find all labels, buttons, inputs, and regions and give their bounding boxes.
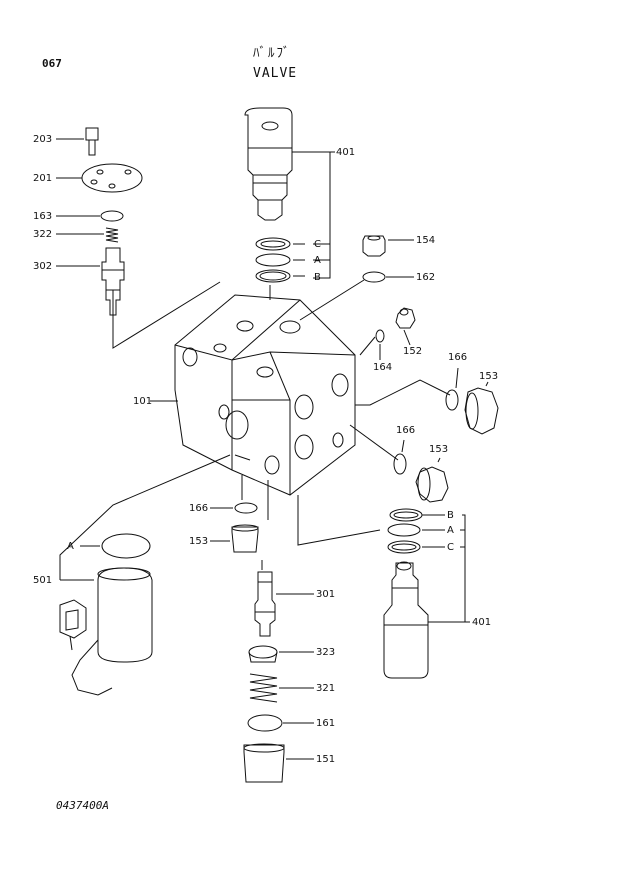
callout-166-right-lower: 166 [396,425,416,436]
poppet-301 [254,571,276,637]
callout-401-bottom: 401 [472,617,492,628]
callout-301: 301 [316,589,336,600]
o-ring-a-left [101,533,151,559]
callout-501: 501 [33,575,53,586]
drawing-number: 0437400A [56,799,109,812]
valve-body-101 [174,294,356,496]
assembly-guide-lines [59,279,451,580]
o-ring-166-right-upper [445,389,459,411]
callout-151: 151 [316,754,336,765]
plug-153-left [231,524,259,553]
bolt-203 [85,127,99,156]
o-ring-163 [100,210,124,222]
callout-153-right-upper: 153 [479,371,499,382]
title-english: VALVE [253,66,298,81]
callout-201: 201 [33,173,53,184]
solenoid-501 [59,567,153,696]
callout-b-top: B [314,272,321,283]
backup-ring-b-top [255,269,291,283]
callout-164: 164 [373,362,393,373]
callout-166-left: 166 [189,503,209,514]
spool-302 [101,247,125,316]
callout-323: 323 [316,647,336,658]
callout-153-right-lower: 153 [429,444,449,455]
plug-152 [395,307,416,329]
o-ring-166-right-lower [393,453,407,475]
callout-401-top: 401 [336,147,356,158]
callout-322: 322 [33,229,53,240]
o-ring-166-left [234,502,258,514]
backup-ring-c-bottom [387,540,421,554]
callout-a-top: A [314,255,321,266]
seal-ring-b-bottom [389,508,423,522]
cover-201 [81,163,143,193]
o-ring-164 [375,329,385,343]
valve-cartridge-401-top [244,107,293,221]
callout-101: 101 [133,396,153,407]
callout-152: 152 [403,346,423,357]
o-ring-162 [362,271,386,283]
seal-ring-c-top [255,237,291,251]
callout-321: 321 [316,683,336,694]
o-ring-a-top [255,253,291,267]
title-japanese: ﾊﾞﾙﾌﾞ [253,46,292,61]
callout-b-bottom: B [447,510,454,521]
o-ring-a-bottom [387,523,421,537]
spring-322 [105,227,119,243]
callout-154: 154 [416,235,436,246]
callout-153-left: 153 [189,536,209,547]
callout-c-top: C [314,239,321,250]
callout-302: 302 [33,261,53,272]
callout-163: 163 [33,211,53,222]
callout-a-bottom: A [447,525,454,536]
seat-323 [248,645,278,663]
plug-154 [362,235,386,257]
o-ring-161 [247,714,283,732]
page-code: 067 [42,57,62,70]
valve-cartridge-401-bottom [383,561,429,679]
callout-203: 203 [33,134,53,145]
callout-a-left: A [67,541,74,552]
spring-321 [249,673,278,703]
callout-162: 162 [416,272,436,283]
callout-c-bottom: C [447,542,454,553]
plug-153-right-upper [464,387,499,435]
callout-166-right-upper: 166 [448,352,468,363]
plug-153-right-lower [415,466,449,503]
plug-151 [243,743,285,783]
callout-161: 161 [316,718,336,729]
